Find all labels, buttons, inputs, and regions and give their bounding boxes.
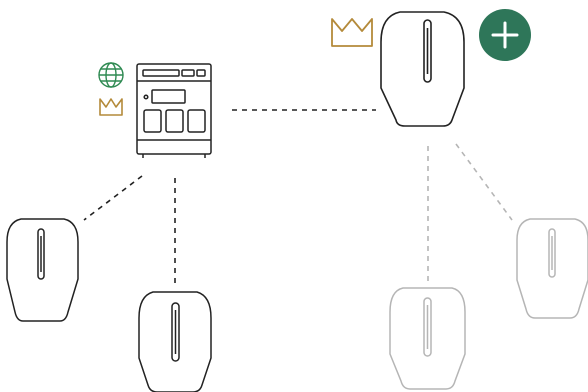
bottom-left-charger-icon[interactable] (138, 291, 212, 392)
globe-icon (98, 62, 124, 88)
primary-charger-icon[interactable] (380, 11, 465, 127)
connection-controller-to-left-charger (83, 175, 143, 221)
add-charger-button[interactable] (479, 9, 531, 61)
plus-icon[interactable] (491, 21, 519, 49)
left-charger-icon[interactable] (6, 218, 79, 322)
right-charger-icon[interactable] (516, 218, 588, 319)
bottom-right-charger-icon[interactable] (389, 287, 466, 390)
crown-icon (331, 18, 373, 47)
connections (83, 109, 513, 288)
control-unit-icon[interactable] (136, 63, 212, 158)
connection-primary-to-right-charger (455, 143, 513, 221)
crown-icon (99, 98, 123, 116)
